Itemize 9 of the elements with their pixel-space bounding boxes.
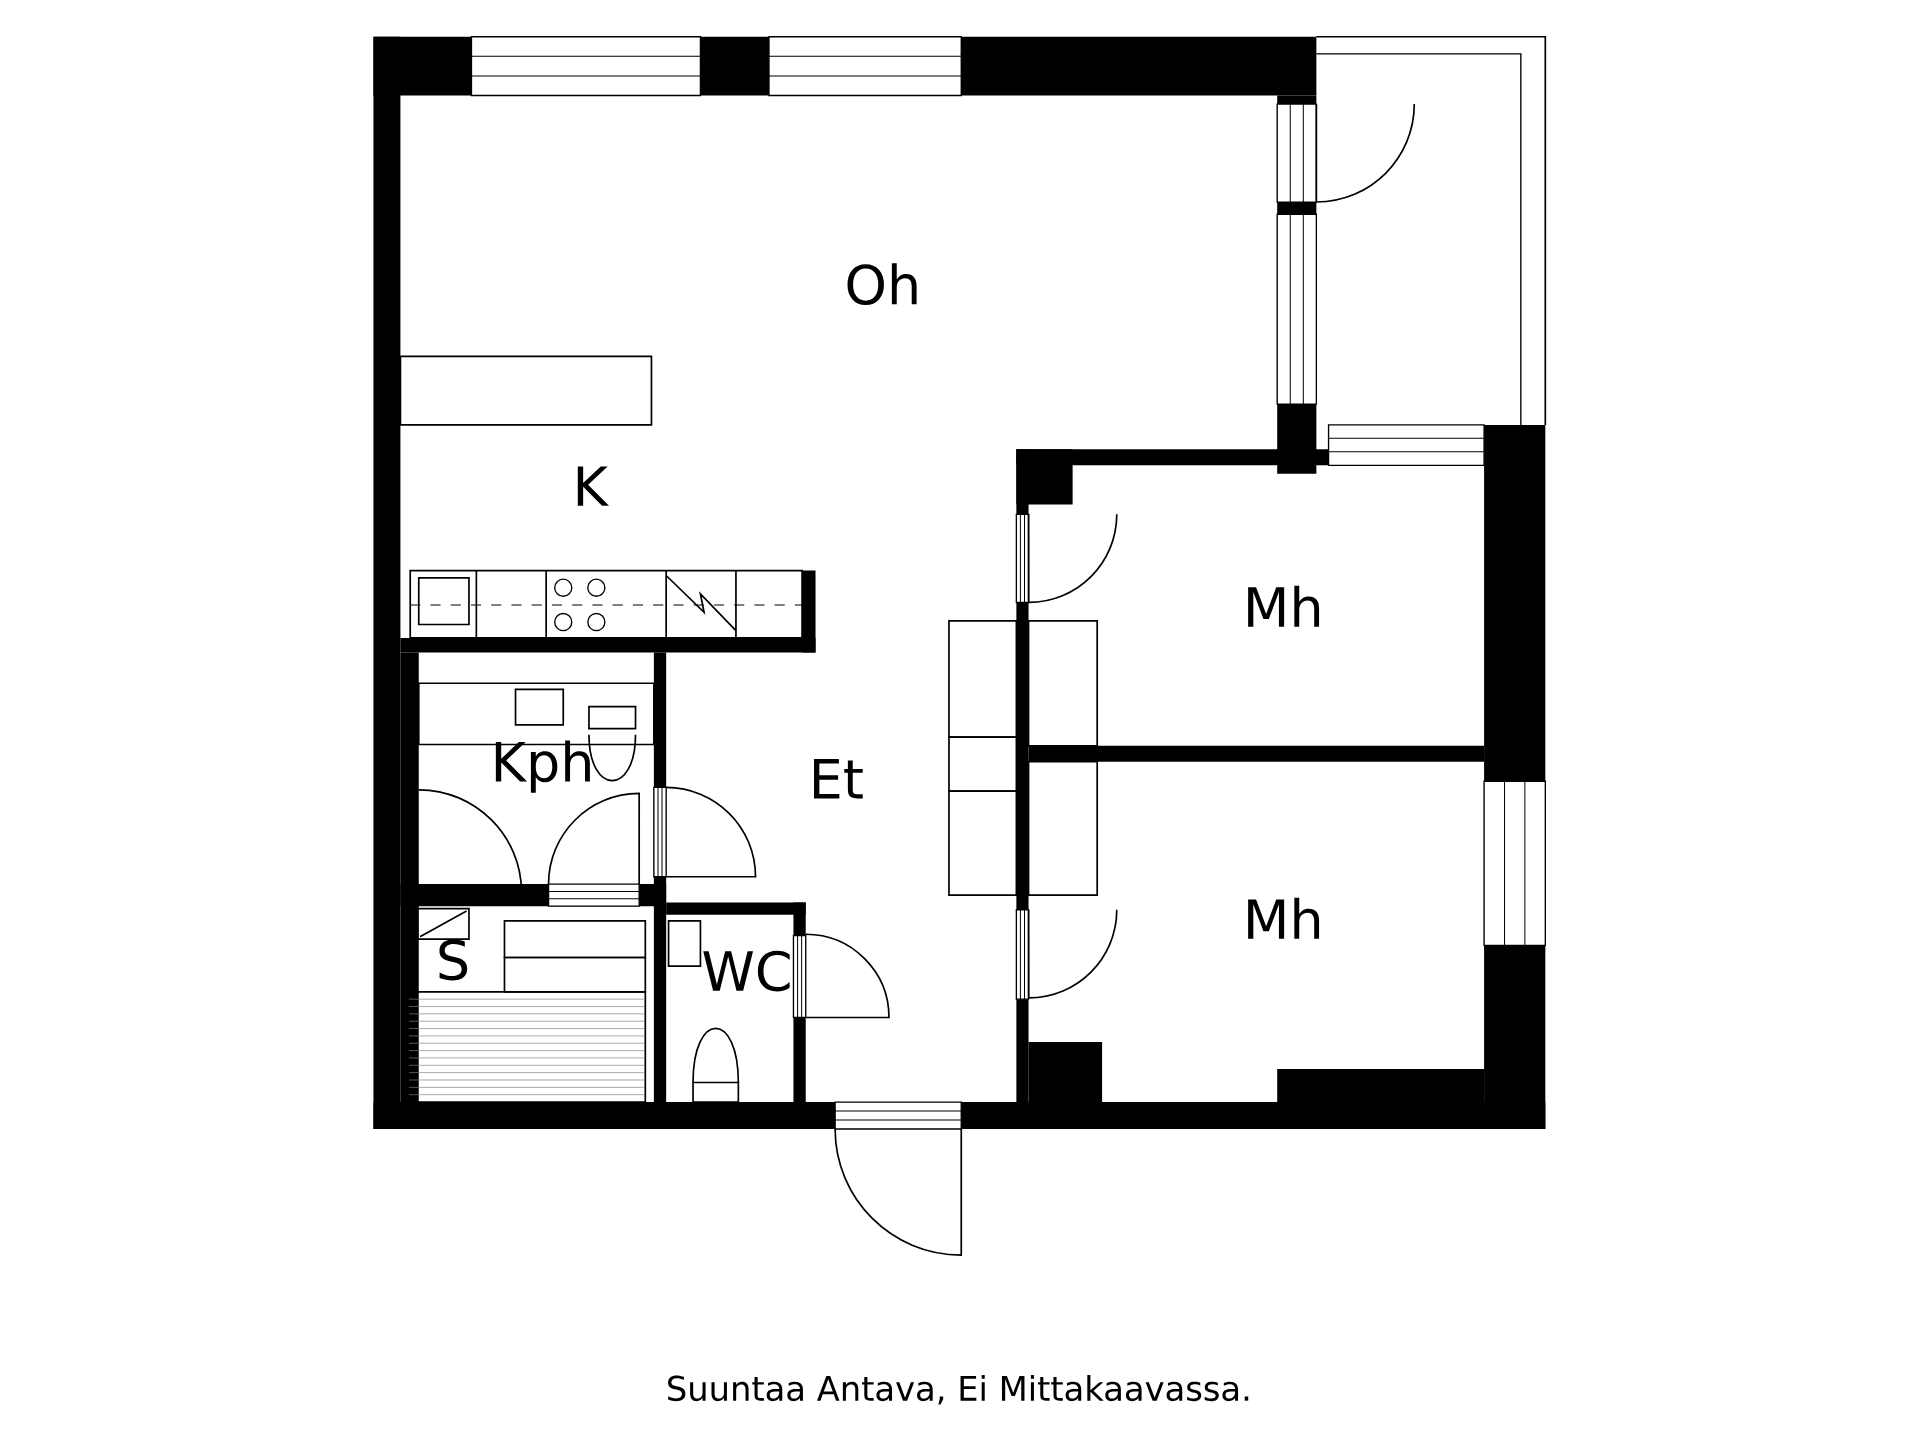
room-label: Kph [495,740,590,793]
caption: Suuntaa Antava, Ei Mittakaavassa. [668,1375,1249,1405]
room-label: WC [703,950,790,992]
room-label: Oh [847,263,917,305]
room-label: K [577,466,610,506]
room-label: S [439,939,468,981]
room-label: Mh [1248,585,1320,627]
room-label: Mh [1248,897,1320,939]
room-label: Et [814,759,863,799]
